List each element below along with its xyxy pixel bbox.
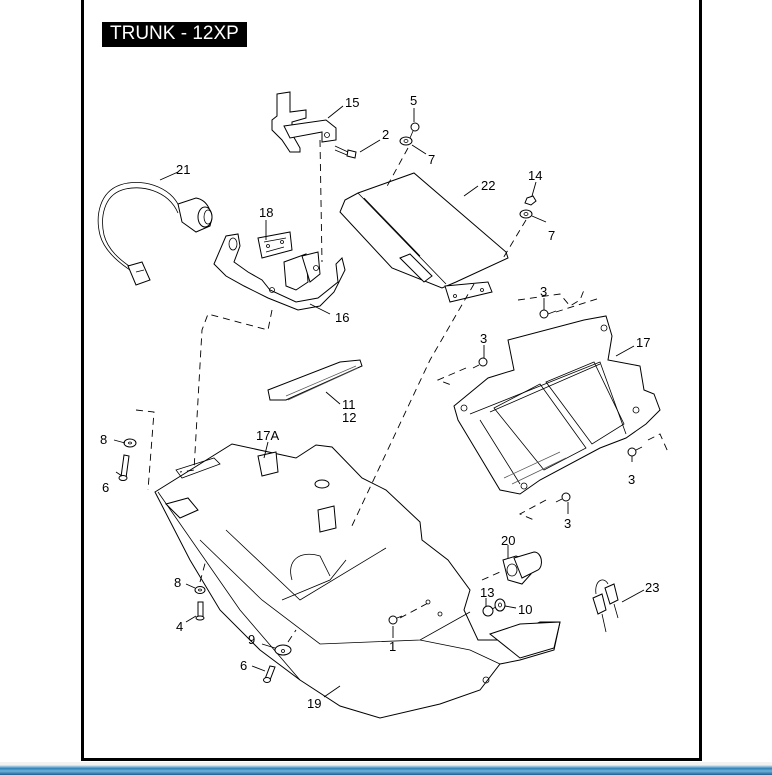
callout-12: 12 [342,410,356,425]
callout-10: 10 [518,602,532,617]
bottom-divider [0,762,772,765]
callout-leaders [113,105,645,698]
box-cover-part [339,172,509,303]
callout-1: 1 [389,639,396,654]
screw-part-6b [263,665,276,683]
callout-3a: 3 [540,284,547,299]
screw-part-3c [627,446,643,457]
callout-19: 19 [307,696,321,711]
callout-3b: 3 [480,331,487,346]
bottom-gradient-bar [0,765,772,775]
callout-7a: 7 [428,152,435,167]
screw-part-5 [409,122,420,139]
callout-8a: 8 [100,432,107,447]
trim-strip-part [267,359,363,401]
callout-13: 13 [480,585,494,600]
callout-2: 2 [382,127,389,142]
callout-22: 22 [481,178,495,193]
callout-4: 4 [176,619,183,634]
callout-6a: 6 [102,480,109,495]
diagram-title: TRUNK - 12XP [102,22,247,47]
callout-15: 15 [345,95,359,110]
trunk-liner-part [154,443,561,719]
latch-part [257,231,293,259]
assembly-lines [135,139,669,643]
mounting-tray-part [453,315,661,495]
callout-17: 17 [636,335,650,350]
screw-part-4 [195,601,205,621]
callout-3c: 3 [628,472,635,487]
callout-8b: 8 [174,575,181,590]
screw-part-3b [472,357,488,369]
washer-part-10 [494,598,506,612]
callout-14: 14 [528,168,542,183]
nut-part-14 [524,195,537,206]
callout-18: 18 [259,205,273,220]
washer-part-7a [399,136,413,146]
washer-part-7b [519,209,533,219]
callout-3d: 3 [564,516,571,531]
screw-part-3a [539,309,557,319]
washer-part-9 [274,644,292,656]
callout-23: 23 [645,580,659,595]
callout-11: 11 [342,397,356,412]
callout-7b: 7 [548,228,555,243]
callout-6b: 6 [240,658,247,673]
screw-part-6a [118,454,130,481]
hinge-bracket-part [271,91,337,153]
callout-21: 21 [176,162,190,177]
callout-9: 9 [248,632,255,647]
callout-17A: 17A [256,428,279,443]
callout-labels: 15 5 2 7 21 18 22 14 7 16 3 3 17 11 12 8… [100,93,659,711]
callout-5: 5 [410,93,417,108]
mounting-bracket-part [213,233,346,311]
screw-part-1 [388,615,403,625]
washer-part-8a [123,438,137,448]
washer-part-8b [194,586,206,594]
screw-part-3d [555,492,571,503]
screw-part-2 [334,145,357,159]
callout-16: 16 [335,310,349,325]
lock-cylinder-part [502,551,542,585]
callout-20: 20 [501,533,515,548]
keys-part [592,579,619,633]
power-outlet-harness-part [97,182,213,286]
